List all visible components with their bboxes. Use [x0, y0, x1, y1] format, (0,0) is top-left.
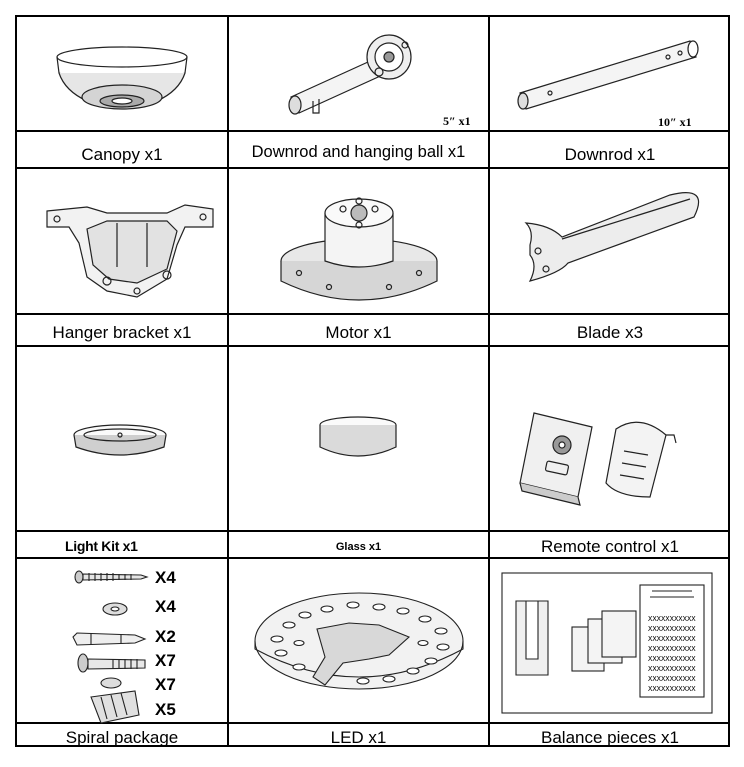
glass-illustration: [319, 416, 397, 457]
card-line: XXXXXXXXXXX: [648, 634, 696, 643]
led-cell: [229, 559, 488, 722]
bolt-quantity: X7: [155, 651, 176, 670]
card-line: XXXXXXXXXXX: [648, 614, 696, 623]
row-divider: [17, 130, 728, 132]
column-divider: [227, 17, 229, 745]
downrod-long-size: 10″ x1: [658, 115, 692, 129]
motor-label: Motor x1: [325, 323, 392, 342]
led-label: LED x1: [330, 728, 387, 747]
blade-cell: [490, 169, 730, 313]
row-divider: [17, 557, 728, 559]
downrod-ball-cell: 5″ x1: [229, 17, 488, 130]
hanger-cell: [17, 169, 227, 313]
balance-kit-illustration: [501, 572, 713, 714]
downrod-label: Downrod x1: [564, 145, 656, 164]
blade-label: Blade x3: [576, 323, 644, 342]
card-line: XXXXXXXXXXX: [648, 624, 696, 633]
glass-cell: [229, 347, 488, 530]
light-kit-illustration: [73, 424, 167, 456]
downrod-short-size: 5″ x1: [443, 114, 471, 128]
remote-control-illustration: [519, 412, 677, 506]
hanger-bracket-illustration: [46, 204, 214, 298]
balance-label: Balance pieces x1: [541, 728, 679, 747]
motor-cell: [229, 169, 488, 313]
card-line: XXXXXXXXXXX: [648, 654, 696, 663]
row-divider: [17, 167, 728, 169]
blade-illustration: [524, 192, 700, 282]
lightkit-cell: [17, 347, 227, 530]
remote-cell: [490, 347, 730, 530]
lightkit-label: Light Kit x1: [65, 538, 138, 554]
parts-table: 5″ x1 10″ x1 Canopy x1 Downrod and hangi…: [15, 15, 730, 747]
lock-washer-quantity: X7: [155, 675, 176, 694]
screw-quantity: X4: [155, 568, 176, 587]
row-divider: [17, 530, 728, 532]
spiral-label: Spiral package: [65, 728, 179, 747]
card-line: XXXXXXXXXXX: [648, 684, 696, 693]
downrod-ball-label: Downrod and hanging ball x1: [251, 143, 466, 161]
column-divider: [488, 17, 490, 745]
canopy-label: Canopy x1: [81, 145, 163, 164]
wire-nut-quantity: X5: [155, 700, 176, 719]
washer-quantity: X4: [155, 597, 176, 616]
anchor-quantity: X2: [155, 627, 176, 646]
hanger-label: Hanger bracket x1: [52, 323, 192, 342]
row-divider: [17, 313, 728, 315]
downrod-cell: 10″ x1: [490, 17, 730, 130]
spiral-cell: X4 X4 X2 X7 X7 X5: [17, 559, 227, 724]
card-line: XXXXXXXXXXX: [648, 664, 696, 673]
hardware-illustration: [72, 570, 149, 724]
row-divider: [17, 345, 728, 347]
card-line: XXXXXXXXXXX: [648, 674, 696, 683]
glass-label: Glass x1: [335, 541, 382, 553]
motor-illustration: [280, 197, 438, 301]
card-line: XXXXXXXXXXX: [648, 644, 696, 653]
balance-cell: XXXXXXXXXXX XXXXXXXXXXX XXXXXXXXXXX XXXX…: [490, 559, 730, 722]
row-divider: [17, 722, 728, 724]
canopy-cell: [17, 17, 227, 130]
led-board-illustration: [254, 592, 464, 690]
canopy-illustration: [56, 46, 188, 110]
downrod-ball-illustration: [288, 34, 412, 115]
downrod-illustration: [517, 40, 699, 110]
remote-label: Remote control x1: [541, 537, 679, 556]
